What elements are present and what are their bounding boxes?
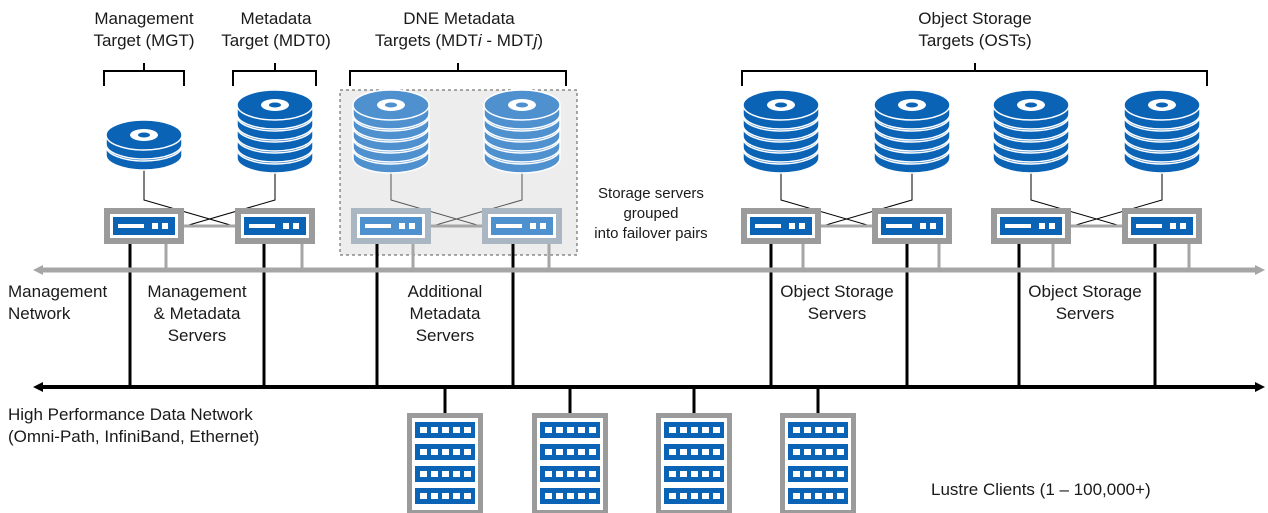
data-network-label: High Performance Data Network(Omni-Path,…: [8, 405, 260, 446]
oss-server-icon-4: [1122, 208, 1202, 244]
dne-mds-server-icon-2: [482, 208, 562, 244]
ost-disk-icon-4: [1123, 89, 1201, 174]
ost-disk-icon-1: [742, 89, 820, 174]
mdt0-disk-icon: [236, 89, 314, 174]
ost-disk-icon-2: [873, 89, 951, 174]
mgs-server-icon: [104, 208, 184, 244]
dne-label: DNE Metadata Targets (MDTi - MDTj): [374, 9, 544, 50]
client-icon-3: [656, 413, 732, 513]
dne-mds-server-icon-1: [351, 208, 431, 244]
client-icon-4: [780, 413, 856, 513]
oss-server-icon-3: [991, 208, 1071, 244]
oss-server-icon-1: [741, 208, 821, 244]
client-icon-1: [407, 413, 483, 513]
dne-mdt-disk-icon-2: [483, 89, 561, 174]
ost-disk-icon-3: [992, 89, 1070, 174]
mgt-disk-icon: [105, 119, 183, 171]
client-icon-2: [532, 413, 608, 513]
target-brackets: [103, 63, 1208, 86]
mds-server-icon: [235, 208, 315, 244]
oss-server-icon-2: [872, 208, 952, 244]
dne-mdt-disk-icon-1: [352, 89, 430, 174]
lustre-clients-label: Lustre Clients (1 – 100,000+): [931, 480, 1151, 499]
